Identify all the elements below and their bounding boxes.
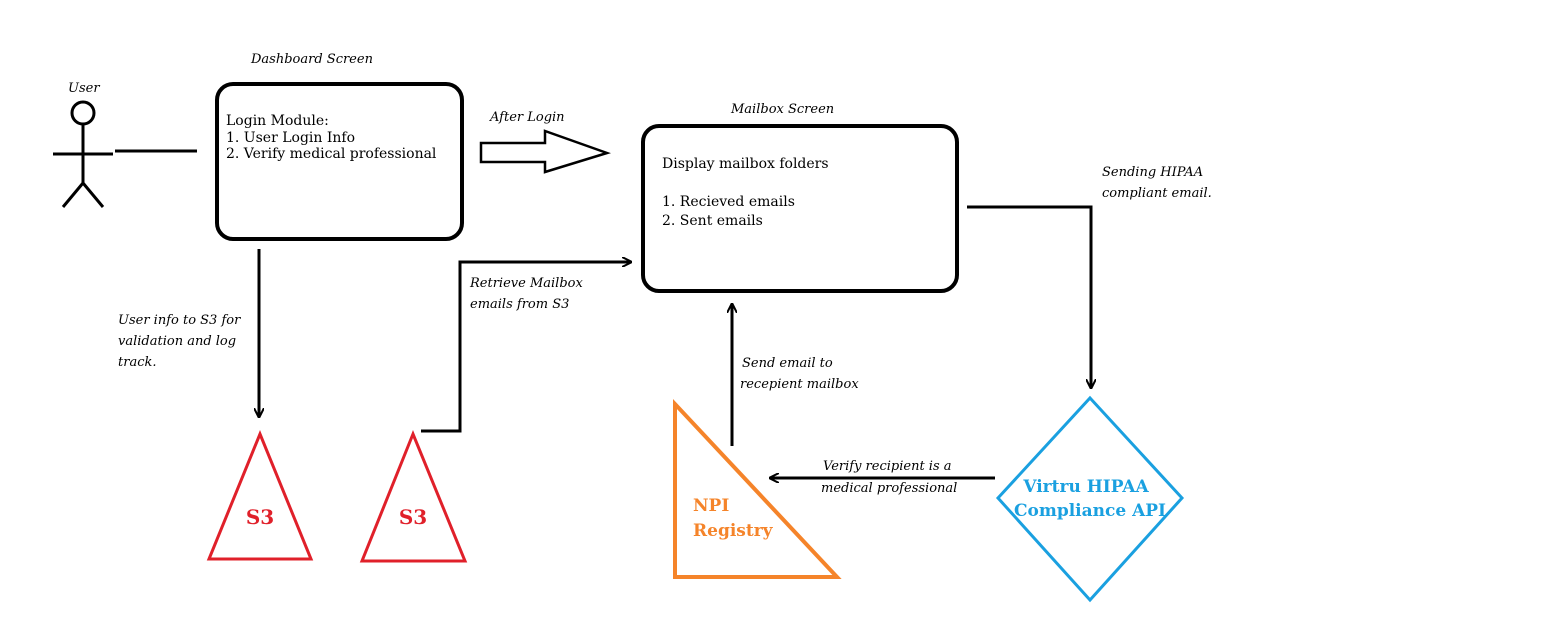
mailbox-item-1: 1. Recieved emails [662, 194, 795, 210]
s3-right-triangle [359, 430, 468, 563]
virtru-label-line-1: Virtru HIPAA [1022, 477, 1149, 497]
mailbox-box [641, 124, 959, 293]
mailbox-item-2: 2. Sent emails [662, 213, 763, 229]
user-stick-figure [53, 100, 113, 208]
mailbox-title: Display mailbox folders [662, 156, 829, 172]
user-label: User [68, 81, 100, 96]
verify-recipient-line-2: medical professional [821, 481, 957, 496]
dashboard-screen-label: Dashboard Screen [250, 52, 373, 67]
npi-label-line-2: Registry [693, 521, 774, 541]
after-login-label: After Login [489, 110, 565, 125]
retrieve-mailbox-line-2: emails from S3 [470, 297, 569, 312]
mailbox-screen-label: Mailbox Screen [730, 102, 834, 117]
user-info-s3-line-2: validation and log [118, 334, 236, 349]
sending-hipaa-arrow [967, 205, 1091, 388]
sending-hipaa-line-1: Sending HIPAA [1102, 165, 1203, 180]
after-login-block-arrow [479, 129, 611, 174]
sending-hipaa-line-2: compliant email. [1102, 186, 1212, 201]
s3-right-label: S3 [399, 505, 427, 529]
login-module-box [215, 82, 464, 241]
login-item-1: 1. User Login Info [226, 130, 355, 146]
virtru-label-line-2: Compliance API [1014, 501, 1166, 521]
login-module-title: Login Module: [226, 113, 329, 129]
npi-label-line-1: NPI [693, 496, 729, 516]
send-email-line-2: recepient mailbox [740, 377, 859, 392]
send-email-line-1: Send email to [742, 356, 833, 371]
npi-registry-triangle [673, 398, 842, 579]
user-info-s3-line-3: track. [118, 355, 156, 370]
login-item-2: 2. Verify medical professional [226, 146, 437, 162]
verify-recipient-line-1: Verify recipient is a [823, 459, 952, 474]
retrieve-mailbox-arrow [421, 262, 631, 433]
s3-left-triangle [206, 430, 314, 561]
s3-left-label: S3 [246, 505, 274, 529]
retrieve-mailbox-line-1: Retrieve Mailbox [469, 276, 583, 291]
virtru-diamond [995, 395, 1185, 603]
user-info-s3-line-1: User info to S3 for [118, 313, 241, 328]
